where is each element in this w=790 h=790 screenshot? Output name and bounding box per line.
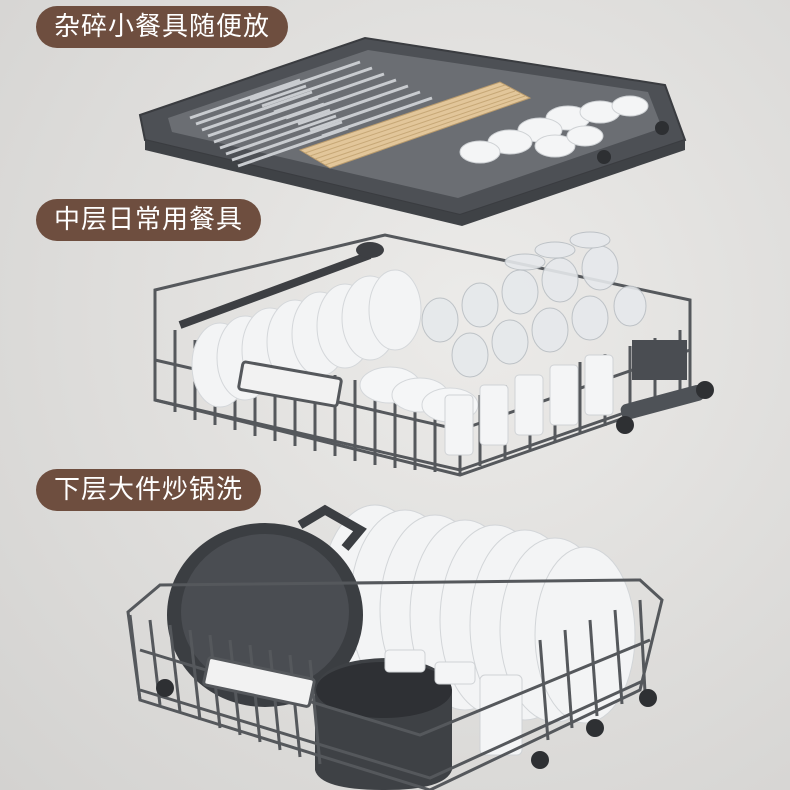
wheel bbox=[639, 689, 657, 707]
bottom-cups bbox=[384, 649, 523, 756]
rack-rail bbox=[620, 384, 705, 420]
middle-rack bbox=[153, 231, 714, 477]
utensil bbox=[178, 251, 372, 329]
wine-glasses bbox=[421, 231, 647, 378]
wheel bbox=[531, 751, 549, 769]
label-middle-rack: 中层日常用餐具 bbox=[36, 199, 262, 241]
label-top-tray: 杂碎小餐具随便放 bbox=[36, 6, 289, 48]
rack-handle bbox=[202, 656, 316, 708]
ladle bbox=[356, 242, 384, 258]
wheel bbox=[696, 381, 714, 399]
rack-handle bbox=[237, 360, 343, 408]
wheel bbox=[156, 679, 174, 697]
chopsticks bbox=[298, 81, 532, 169]
wheel bbox=[586, 719, 604, 737]
wheel bbox=[616, 416, 634, 434]
cutlery-tray bbox=[138, 36, 687, 226]
rack-side-clip bbox=[632, 340, 687, 380]
tray-knob bbox=[597, 150, 611, 164]
large-plates bbox=[319, 504, 636, 724]
small-cups bbox=[459, 95, 649, 164]
cups bbox=[444, 354, 614, 456]
tray-knob bbox=[655, 121, 669, 135]
label-bottom-rack: 下层大件炒锅洗 bbox=[36, 469, 262, 511]
bottom-rack bbox=[126, 504, 664, 790]
